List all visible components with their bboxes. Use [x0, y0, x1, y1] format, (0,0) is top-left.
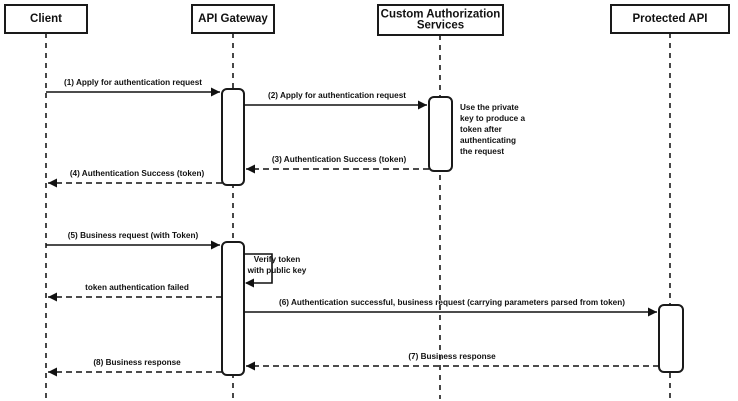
participant-box-client[interactable]: Client [4, 4, 88, 34]
note-line: Use the private [460, 103, 519, 112]
activations-layer [221, 88, 684, 376]
message-label-msg-self-verify: Verify token [254, 255, 300, 264]
participant-box-api-gateway[interactable]: API Gateway [191, 4, 275, 34]
arrowhead-icon [648, 307, 657, 317]
note-line: token after [460, 125, 503, 134]
note-note-private-key: Use the private key to produce a token aft… [460, 103, 526, 156]
arrowhead-icon [211, 240, 220, 250]
activation-bar-custom-authorization-services[interactable] [428, 96, 453, 172]
message-label-msg-6: (6) Authentication successful, business … [279, 298, 625, 307]
participant-rect-client [4, 4, 88, 34]
participant-boxes-layer: Client API Gateway Custom AuthorizationSer… [4, 4, 730, 36]
message-label-msg-5: (5) Business request (with Token) [68, 231, 199, 240]
note-line: key to produce a [460, 114, 526, 123]
arrowhead-icon [245, 278, 254, 288]
participant-label-custom-authorization-services: Custom Authorization [381, 9, 501, 21]
message-label-msg-token-failed: token authentication failed [85, 283, 189, 292]
arrowhead-icon [246, 164, 255, 174]
participant-label-api-gateway: API Gateway [198, 13, 268, 25]
arrowhead-icon [48, 292, 57, 302]
message-msg-1[interactable]: (1) Apply for authentication request [46, 78, 220, 97]
participant-rect-api-gateway [191, 4, 275, 34]
message-msg-8[interactable]: (8) Business response [48, 358, 222, 377]
arrowhead-icon [246, 361, 255, 371]
arrowhead-icon [211, 87, 220, 97]
message-label-msg-1: (1) Apply for authentication request [64, 78, 202, 87]
activation-bar-protected-api[interactable] [658, 304, 684, 373]
note-line: authenticating [460, 136, 516, 145]
arrowhead-icon [418, 100, 427, 110]
message-line-msg-self-verify [244, 253, 273, 284]
message-msg-token-failed[interactable]: token authentication failed [48, 283, 222, 302]
activation-bar-api-gateway[interactable] [221, 241, 245, 376]
message-label-msg-7: (7) Business response [408, 352, 496, 361]
participant-box-protected-api[interactable]: Protected API [610, 4, 730, 34]
message-label-msg-self-verify: with public key [247, 266, 307, 275]
lifelines-layer [45, 33, 671, 399]
message-msg-5[interactable]: (5) Business request (with Token) [46, 231, 220, 250]
message-label-msg-2: (2) Apply for authentication request [268, 91, 406, 100]
message-label-msg-3: (3) Authentication Success (token) [272, 155, 407, 164]
participant-label-custom-authorization-services: Services [417, 20, 464, 32]
activation-bar-api-gateway[interactable] [221, 88, 245, 186]
messages-layer: (1) Apply for authentication request (2) … [46, 78, 659, 377]
message-label-msg-8: (8) Business response [93, 358, 181, 367]
note-line: the request [460, 147, 504, 156]
participant-label-protected-api: Protected API [633, 13, 708, 25]
message-label-msg-4: (4) Authentication Success (token) [70, 169, 205, 178]
message-msg-6[interactable]: (6) Authentication successful, business … [244, 298, 657, 317]
participant-rect-protected-api [610, 4, 730, 34]
arrowhead-icon [48, 367, 57, 377]
message-msg-self-verify[interactable]: Verify token with public key [244, 253, 307, 288]
arrowhead-icon [48, 178, 57, 188]
participant-rect-custom-authorization-services [377, 4, 504, 36]
notes-layer: Use the private key to produce a token aft… [460, 103, 526, 156]
message-msg-2[interactable]: (2) Apply for authentication request [244, 91, 427, 110]
participant-label-client: Client [30, 13, 62, 25]
message-msg-7[interactable]: (7) Business response [246, 352, 659, 371]
message-msg-4[interactable]: (4) Authentication Success (token) [48, 169, 222, 188]
message-msg-3[interactable]: (3) Authentication Success (token) [246, 155, 429, 174]
